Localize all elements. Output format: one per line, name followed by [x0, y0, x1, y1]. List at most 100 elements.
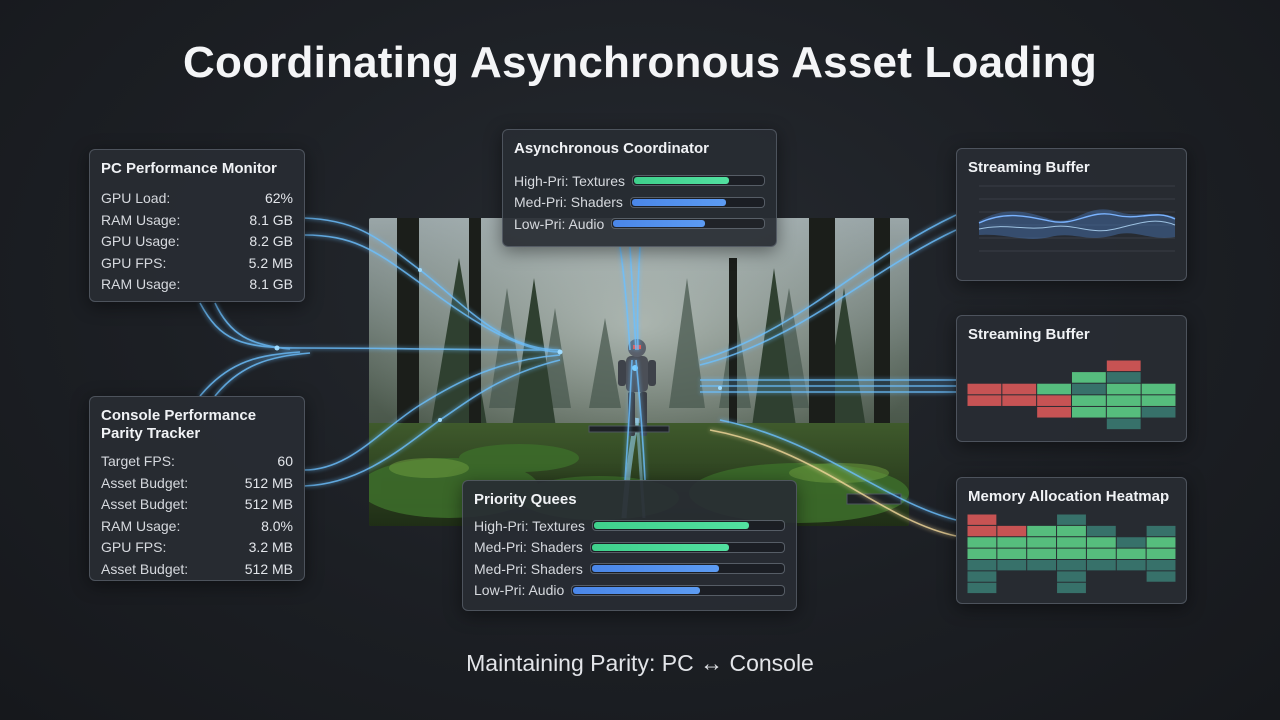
priority-queue-row: Med-Pri: Shaders — [474, 558, 785, 580]
priority-queue-progress-bar — [589, 563, 785, 575]
pc-metric-value: 8.1 GB — [249, 276, 293, 292]
console-metric-value: 3.2 MB — [248, 539, 293, 555]
memory-heatmap-cell — [1086, 559, 1116, 571]
coordinator-title: Asynchronous Coordinator — [514, 140, 710, 157]
priority-queue-row: High-Pri: Textures — [474, 515, 785, 537]
memory-heatmap-cell — [967, 559, 997, 571]
pc-metric-row: GPU Usage:8.2 GB — [101, 231, 293, 253]
memory-heatmap-cell — [1057, 514, 1086, 525]
console-metric-value: 8.0% — [261, 517, 293, 534]
console-metric-value: 512 MB — [244, 496, 293, 512]
memory-allocation-heatmap-panel: Memory Allocation Heatmap — [956, 477, 1187, 604]
memory-heatmap-cell — [997, 537, 1027, 548]
memory-heatmap-cell — [1027, 548, 1057, 559]
parity-subtitle: Maintaining Parity: PC ↔ Console — [466, 650, 814, 676]
memory-heatmap-cell — [1146, 571, 1176, 582]
async-coordinator-panel: Asynchronous Coordinator High-Pri: Textu… — [502, 129, 777, 247]
memory-heatmap-cell — [1057, 559, 1086, 571]
console-metric-row: RAM Usage: 8.0% — [101, 516, 293, 538]
streaming-buffer-heat-cell — [1106, 395, 1141, 406]
streaming-buffer-heat-cell — [1037, 395, 1071, 406]
memory-heatmap-grid — [967, 514, 1176, 594]
coordinator-queue-progress-fill — [613, 220, 706, 228]
console-metric-label: Target FPS: — [101, 453, 175, 469]
console-metric-row: GPU FPS: 3.2 MB — [101, 537, 293, 559]
memory-heatmap-cell — [1116, 537, 1146, 548]
pc-metric-row: GPU Load:62% — [101, 188, 293, 210]
console-metric-row: Asset Budget: 512 MB — [101, 494, 293, 516]
priority-queue-row: Med-Pri: Shaders — [474, 537, 785, 559]
pc-metric-label: GPU FPS: — [101, 254, 167, 271]
coordinator-queue-row: High-Pri: Textures — [514, 170, 765, 192]
memory-heatmap-cell — [1027, 559, 1057, 571]
streaming-buffer-heat-cell — [1037, 383, 1071, 395]
streaming-buffer-heat-cell — [1141, 395, 1176, 406]
priority-queue-progress-fill — [591, 543, 729, 551]
console-tracker-title: Console Performance Parity Tracker — [101, 407, 257, 442]
memory-heatmap-cell — [1027, 525, 1057, 537]
page-title: Coordinating Asynchronous Asset Loading — [183, 38, 1097, 87]
console-metric-value: 60 — [277, 453, 293, 469]
memory-heatmap-cell — [1086, 537, 1116, 548]
memory-heatmap-cell — [1146, 525, 1176, 537]
streaming-buffer-chart-title: Streaming Buffer — [968, 159, 1090, 176]
coordinator-queue-progress-fill — [631, 198, 726, 206]
console-metric-row: Asset Budget: 512 MB — [101, 559, 293, 581]
streaming-buffer-heat-cell — [1106, 372, 1141, 383]
memory-heatmap-cell — [967, 582, 997, 594]
console-parity-tracker-panel: Console Performance Parity Tracker Targe… — [89, 396, 305, 581]
pc-metric-value: 5.2 MB — [248, 254, 293, 271]
console-metric-label: Asset Budget: — [101, 474, 189, 491]
memory-heatmap-cell — [1146, 548, 1176, 559]
streaming-buffer-heat-cell — [1071, 395, 1106, 406]
console-metric-label: Asset Budget: — [101, 560, 189, 577]
memory-heatmap-cell — [1086, 548, 1116, 559]
pc-monitor-title: PC Performance Monitor — [101, 160, 277, 177]
memory-heatmap-cell — [967, 514, 997, 525]
memory-heatmap-cell — [1086, 525, 1116, 537]
streaming-buffer-wave-chart — [978, 185, 1176, 252]
streaming-buffer-heat-cell — [967, 395, 1002, 406]
console-metric-row: Asset Budget:512 MB — [101, 473, 293, 495]
priority-queue-progress-bar — [571, 584, 785, 596]
streaming-buffer-heat-cell — [1071, 372, 1106, 383]
streaming-buffer-heat-cell — [1106, 360, 1141, 372]
priority-queue-progress-fill — [591, 565, 720, 573]
streaming-buffer-heat-cell — [1106, 383, 1141, 395]
memory-heatmap-cell — [967, 548, 997, 559]
coordinator-queue-row: Med-Pri: Shaders — [514, 192, 765, 214]
memory-heatmap-cell — [1146, 537, 1176, 548]
priority-queue-label: High-Pri: Textures — [474, 517, 586, 534]
pc-metric-value: 8.1 GB — [249, 211, 293, 228]
priority-queue-progress-fill — [573, 586, 701, 594]
pc-metric-row: RAM Usage:8.1 GB — [101, 274, 293, 296]
pc-metric-label: GPU Usage: — [101, 233, 180, 249]
memory-heatmap-cell — [967, 571, 997, 582]
priority-queue-progress-bar — [589, 541, 785, 553]
streaming-buffer-heat-cell — [1141, 383, 1176, 395]
pc-metric-row: GPU FPS: 5.2 MB — [101, 253, 293, 275]
streaming-buffer-heat-cell — [1141, 406, 1176, 418]
pc-performance-monitor-panel: PC Performance Monitor GPU Load:62%RAM U… — [89, 149, 305, 302]
streaming-buffer-heat-cell — [967, 383, 1002, 395]
memory-heatmap-cell — [1057, 525, 1086, 537]
priority-queue-label: Med-Pri: Shaders — [474, 560, 583, 577]
streaming-buffer-heat-cell — [1071, 383, 1106, 395]
memory-heatmap-cell — [1027, 537, 1057, 548]
console-metric-label: RAM Usage: — [101, 517, 181, 534]
priority-queues-title: Priority Quees — [474, 491, 577, 508]
streaming-buffer-heat-grid — [967, 360, 1176, 430]
coordinator-queue-progress-bar — [632, 175, 765, 187]
console-metric-value: 512 MB — [244, 560, 293, 577]
memory-heatmap-cell — [1057, 537, 1086, 548]
pc-metric-row: RAM Usage:8.1 GB — [101, 210, 293, 232]
priority-queue-label: Low-Pri: Audio — [474, 582, 565, 599]
coordinator-queue-label: Low-Pri: Audio — [514, 215, 605, 232]
streaming-buffer-heat-cell — [1071, 406, 1106, 418]
console-metric-label: GPU FPS: — [101, 539, 167, 555]
streaming-buffer-heat-cell — [1002, 383, 1037, 395]
console-metric-label: Asset Budget: — [101, 496, 189, 512]
priority-queue-progress-fill — [594, 522, 749, 530]
coordinator-queue-label: Med-Pri: Shaders — [514, 194, 623, 211]
